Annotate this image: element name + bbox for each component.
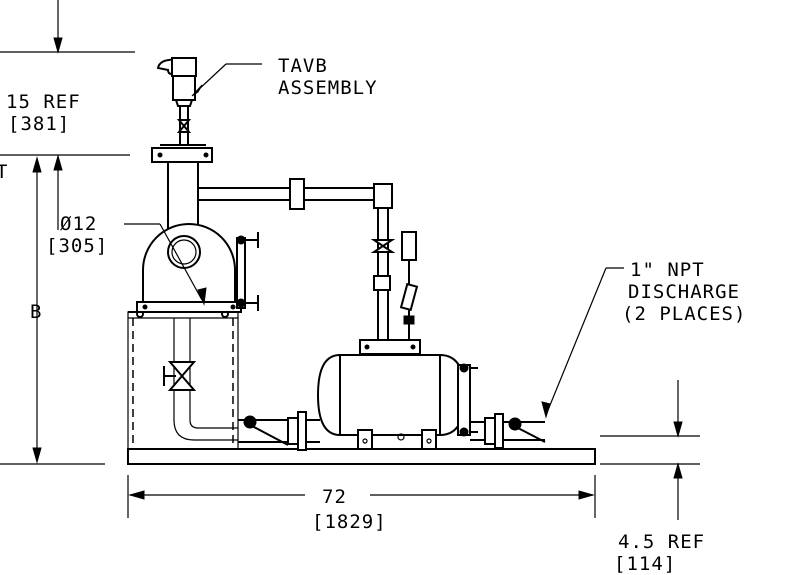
ref15-label-2: [381]	[8, 113, 70, 135]
t-dim-label: T	[0, 161, 8, 183]
left-discharge	[238, 411, 320, 451]
pump-tank	[316, 339, 467, 450]
labels: TAVB ASSEMBLY 15 REF [381] T Ø12 [305] B…	[0, 55, 746, 575]
ref15-label-1: 15 REF	[6, 91, 81, 113]
receiver-drum	[136, 223, 242, 313]
level-control	[399, 231, 419, 340]
tavb-assembly	[156, 57, 197, 145]
npt-label-3: (2 PLACES)	[622, 303, 746, 325]
npt-label-1: 1" NPT	[630, 259, 705, 281]
right-discharge	[470, 413, 546, 449]
width-label-2: [1829]	[312, 511, 387, 533]
b-dim-label: B	[30, 301, 42, 323]
vent-pipe	[198, 178, 396, 340]
left-gauge-glass	[236, 232, 259, 311]
dia-label-2: [305]	[46, 235, 108, 257]
tavb-label-1: TAVB	[278, 55, 328, 77]
dimension-lines	[0, 0, 700, 520]
ref45-label-1: 4.5 REF	[618, 531, 705, 553]
npt-label-2: DISCHARGE	[628, 281, 740, 303]
base-skid	[127, 448, 596, 465]
inlet-pipe	[163, 318, 238, 441]
dia-label-1: Ø12	[60, 213, 97, 235]
width-label-1: 72	[322, 486, 347, 508]
tavb-label-2: ASSEMBLY	[278, 77, 378, 99]
ref45-label-2: [114]	[614, 553, 676, 575]
right-gauge-glass	[457, 363, 478, 437]
